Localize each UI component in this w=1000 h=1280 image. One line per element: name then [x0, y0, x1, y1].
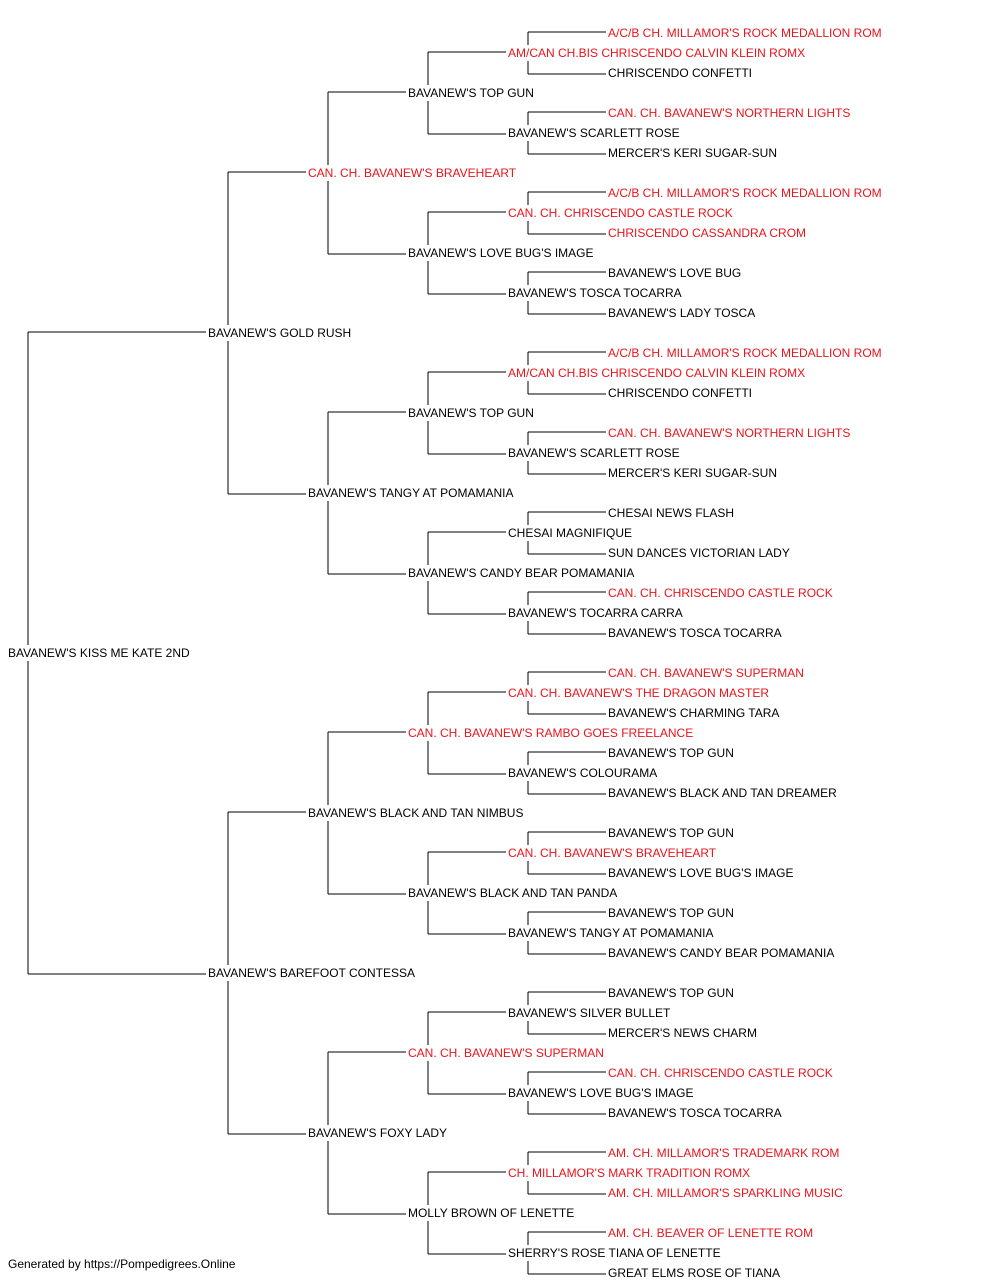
pedigree-node-gen4: BAVANEW'S LOVE BUG'S IMAGE [507, 1086, 695, 1100]
pedigree-node-gen5: CAN. CH. BAVANEW'S NORTHERN LIGHTS [607, 426, 852, 440]
pedigree-node-gen4: CAN. CH. BAVANEW'S BRAVEHEART [507, 846, 718, 860]
pedigree-node-gen3: BAVANEW'S CANDY BEAR POMAMANIA [407, 566, 636, 580]
pedigree-node-gen4: BAVANEW'S TOCARRA CARRA [507, 606, 684, 620]
pedigree-node-gen5: BAVANEW'S TOSCA TOCARRA [607, 1106, 783, 1120]
pedigree-node-gen4: BAVANEW'S SCARLETT ROSE [507, 446, 681, 460]
pedigree-node-gen5: CAN. CH. BAVANEW'S NORTHERN LIGHTS [607, 106, 852, 120]
pedigree-node-gen5: BAVANEW'S BLACK AND TAN DREAMER [607, 786, 838, 800]
pedigree-node-gen5: BAVANEW'S TOP GUN [607, 986, 735, 1000]
pedigree-node-gen4: AM/CAN CH.BIS CHRISCENDO CALVIN KLEIN RO… [507, 46, 807, 60]
pedigree-node-gen5: BAVANEW'S LOVE BUG [607, 266, 743, 280]
pedigree-node-gen1: BAVANEW'S GOLD RUSH [207, 326, 353, 340]
pedigree-node-gen3: CAN. CH. BAVANEW'S RAMBO GOES FREELANCE [407, 726, 695, 740]
pedigree-node-gen3: MOLLY BROWN OF LENETTE [407, 1206, 576, 1220]
pedigree-node-gen5: BAVANEW'S TOP GUN [607, 906, 735, 920]
footer-credit: Generated by https://Pompedigrees.Online [8, 1257, 236, 1271]
pedigree-node-gen5: MERCER'S NEWS CHARM [607, 1026, 758, 1040]
pedigree-node-gen5: BAVANEW'S TOP GUN [607, 746, 735, 760]
pedigree-node-gen3: BAVANEW'S TOP GUN [407, 86, 535, 100]
pedigree-node-gen5: BAVANEW'S LADY TOSCA [607, 306, 757, 320]
pedigree-node-gen5: CHRISCENDO CONFETTI [607, 386, 753, 400]
pedigree-node-gen5: AM. CH. MILLAMOR'S SPARKLING MUSIC [607, 1186, 844, 1200]
pedigree-node-gen4: BAVANEW'S SCARLETT ROSE [507, 126, 681, 140]
pedigree-node-gen3: BAVANEW'S BLACK AND TAN PANDA [407, 886, 619, 900]
pedigree-node-gen4: CAN. CH. CHRISCENDO CASTLE ROCK [507, 206, 734, 220]
pedigree-node-gen2: BAVANEW'S FOXY LADY [307, 1126, 448, 1140]
pedigree-node-gen4: BAVANEW'S SILVER BULLET [507, 1006, 672, 1020]
pedigree-node-gen5: AM. CH. BEAVER OF LENETTE ROM [607, 1226, 815, 1240]
pedigree-node-gen5: CHESAI NEWS FLASH [607, 506, 736, 520]
pedigree-node-gen5: MERCER'S KERI SUGAR-SUN [607, 146, 778, 160]
pedigree-node-gen4: BAVANEW'S TOSCA TOCARRA [507, 286, 683, 300]
pedigree-node-gen5: A/C/B CH. MILLAMOR'S ROCK MEDALLION ROM [607, 26, 883, 40]
pedigree-node-gen5: CAN. CH. CHRISCENDO CASTLE ROCK [607, 1066, 834, 1080]
pedigree-node-gen4: CH. MILLAMOR'S MARK TRADITION ROMX [507, 1166, 752, 1180]
pedigree-node-gen0: BAVANEW'S KISS ME KATE 2ND [7, 646, 191, 660]
pedigree-node-gen5: BAVANEW'S CANDY BEAR POMAMANIA [607, 946, 836, 960]
pedigree-node-gen4: AM/CAN CH.BIS CHRISCENDO CALVIN KLEIN RO… [507, 366, 807, 380]
pedigree-node-gen2: BAVANEW'S TANGY AT POMAMANIA [307, 486, 515, 500]
pedigree-node-gen5: CHRISCENDO CONFETTI [607, 66, 753, 80]
pedigree-node-gen5: A/C/B CH. MILLAMOR'S ROCK MEDALLION ROM [607, 186, 883, 200]
pedigree-node-gen3: CAN. CH. BAVANEW'S SUPERMAN [407, 1046, 605, 1060]
pedigree-node-gen5: CAN. CH. BAVANEW'S SUPERMAN [607, 666, 805, 680]
pedigree-node-gen5: SUN DANCES VICTORIAN LADY [607, 546, 791, 560]
pedigree-node-gen1: BAVANEW'S BAREFOOT CONTESSA [207, 966, 416, 980]
pedigree-node-gen5: BAVANEW'S LOVE BUG'S IMAGE [607, 866, 795, 880]
pedigree-node-gen4: BAVANEW'S TANGY AT POMAMANIA [507, 926, 715, 940]
pedigree-node-gen4: CAN. CH. BAVANEW'S THE DRAGON MASTER [507, 686, 770, 700]
pedigree-node-gen2: CAN. CH. BAVANEW'S BRAVEHEART [307, 166, 518, 180]
pedigree-node-gen5: BAVANEW'S CHARMING TARA [607, 706, 781, 720]
pedigree-node-gen2: BAVANEW'S BLACK AND TAN NIMBUS [307, 806, 525, 820]
pedigree-node-gen3: BAVANEW'S LOVE BUG'S IMAGE [407, 246, 595, 260]
pedigree-node-gen5: AM. CH. MILLAMOR'S TRADEMARK ROM [607, 1146, 841, 1160]
pedigree-node-gen5: CAN. CH. CHRISCENDO CASTLE ROCK [607, 586, 834, 600]
pedigree-node-gen5: BAVANEW'S TOP GUN [607, 826, 735, 840]
pedigree-node-gen5: GREAT ELMS ROSE OF TIANA [607, 1266, 782, 1280]
pedigree-node-gen4: CHESAI MAGNIFIQUE [507, 526, 634, 540]
pedigree-node-gen5: BAVANEW'S TOSCA TOCARRA [607, 626, 783, 640]
pedigree-node-gen5: A/C/B CH. MILLAMOR'S ROCK MEDALLION ROM [607, 346, 883, 360]
pedigree-node-gen4: SHERRY'S ROSE TIANA OF LENETTE [507, 1246, 722, 1260]
pedigree-node-gen5: MERCER'S KERI SUGAR-SUN [607, 466, 778, 480]
pedigree-node-gen4: BAVANEW'S COLOURAMA [507, 766, 659, 780]
pedigree-node-gen3: BAVANEW'S TOP GUN [407, 406, 535, 420]
pedigree-node-gen5: CHRISCENDO CASSANDRA CROM [607, 226, 808, 240]
